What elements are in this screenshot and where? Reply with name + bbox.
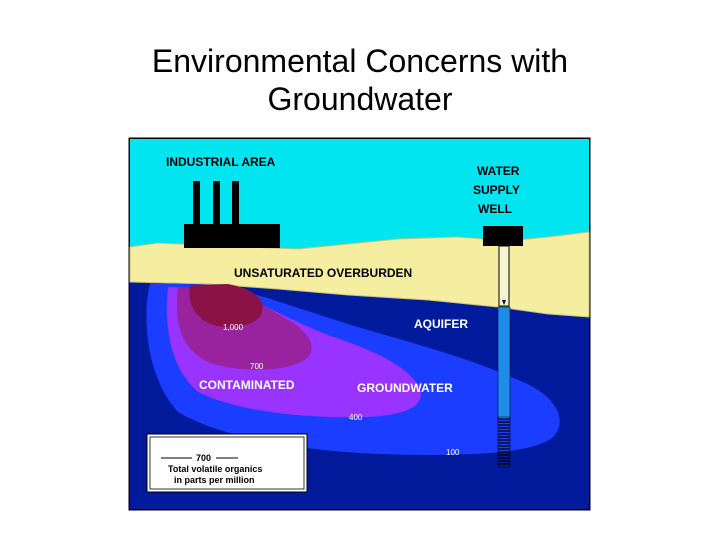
legend-text-line2: in parts per million [174, 475, 255, 485]
label-contaminated: CONTAMINATED [199, 378, 295, 392]
label-industrial-area: INDUSTRIAL AREA [166, 155, 276, 169]
legend-text-line1: Total volatile organics [168, 464, 262, 474]
title-line-2: Groundwater [267, 81, 453, 117]
well-screen-outline [497, 416, 511, 468]
groundwater-diagram: INDUSTRIAL AREA WATER SUPPLY WELL UNSATU… [128, 137, 591, 511]
contour-label-100: 100 [446, 448, 460, 457]
label-well: WELL [478, 202, 512, 216]
industrial-building-icon [184, 181, 280, 248]
contour-label-1000: 1,000 [223, 323, 244, 332]
legend-value: 700 [196, 453, 211, 463]
label-unsaturated-overburden: UNSATURATED OVERBURDEN [234, 266, 412, 280]
plume-1000 [189, 284, 263, 327]
label-aquifer: AQUIFER [414, 317, 468, 331]
legend: 700 Total volatile organics in parts per… [146, 433, 308, 493]
label-supply: SUPPLY [473, 183, 520, 197]
well-screen-icon [497, 416, 511, 468]
label-groundwater: GROUNDWATER [357, 381, 453, 395]
label-water: WATER [477, 164, 520, 178]
title-line-1: Environmental Concerns with [151, 43, 569, 79]
water-supply-well-icon [483, 226, 523, 468]
slide-title: Environmental Concerns with Groundwater [60, 42, 660, 118]
contour-label-400: 400 [349, 413, 363, 422]
contour-label-700: 700 [250, 362, 264, 371]
